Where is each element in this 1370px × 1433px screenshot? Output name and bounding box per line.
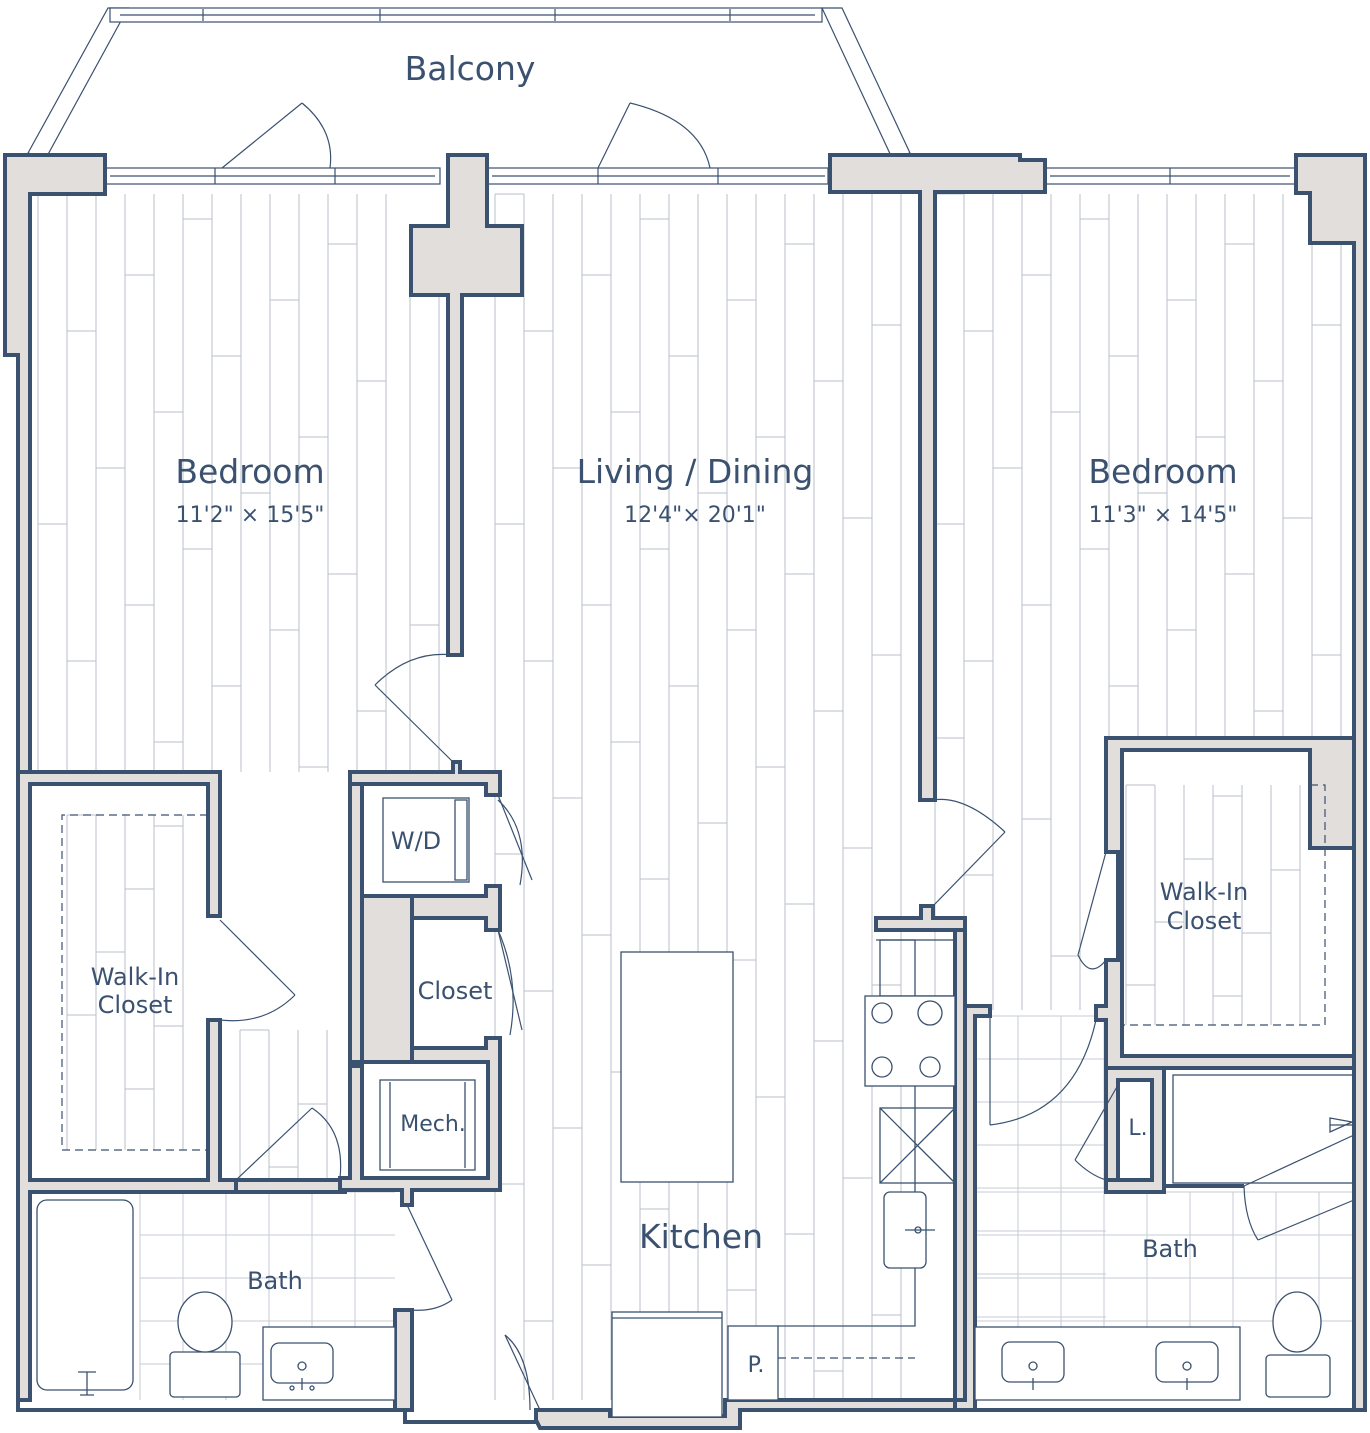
walkin-closet-right-line1: Walk-In [1160, 878, 1248, 906]
living-dining-dims: 12'4"× 20'1" [624, 503, 766, 528]
bedroom-left-label: Bedroom [175, 452, 324, 491]
door-swing-icon [221, 102, 711, 169]
wd-label: W/D [391, 827, 441, 855]
mech-label: Mech. [400, 1112, 466, 1137]
bathtub-icon [36, 1199, 134, 1396]
kitchen-label: Kitchen [639, 1217, 763, 1256]
vanity [262, 1326, 396, 1401]
mech-unit [379, 1079, 476, 1171]
closet-label: Closet [418, 977, 493, 1005]
pantry-label: P. [748, 1353, 765, 1378]
walls [3, 153, 1367, 1430]
toilet-icon [169, 1291, 241, 1398]
kitchen-counter [778, 939, 956, 1327]
kitchen-island [620, 951, 734, 1183]
vanity [974, 1326, 1241, 1401]
shower-icon [1172, 1074, 1355, 1184]
walkin-closet-left-line2: Closet [98, 991, 173, 1019]
linen-label: L. [1128, 1116, 1147, 1141]
door-swing-icon [219, 653, 1355, 1411]
bath-left-label: Bath [247, 1267, 303, 1295]
floor-planks [37, 193, 1342, 1400]
washer-dryer [382, 797, 470, 883]
bedroom-left-dims: 11'2" × 15'5" [176, 503, 325, 528]
bedroom-right-label: Bedroom [1088, 452, 1237, 491]
balcony [27, 7, 911, 159]
pantry [727, 1325, 779, 1401]
refrigerator-icon [611, 1311, 723, 1418]
bedroom-right-dims: 11'3" × 14'5" [1089, 503, 1238, 528]
toilet-icon [1265, 1291, 1331, 1398]
bath-right-label: Bath [1142, 1235, 1198, 1263]
closet-shelves [61, 784, 1326, 1359]
walkin-closet-left-line1: Walk-In [91, 963, 179, 991]
window-icon [104, 167, 1296, 185]
balcony-label: Balcony [405, 49, 536, 88]
living-dining-label: Living / Dining [577, 452, 814, 491]
walkin-closet-right-line2: Closet [1167, 907, 1242, 935]
